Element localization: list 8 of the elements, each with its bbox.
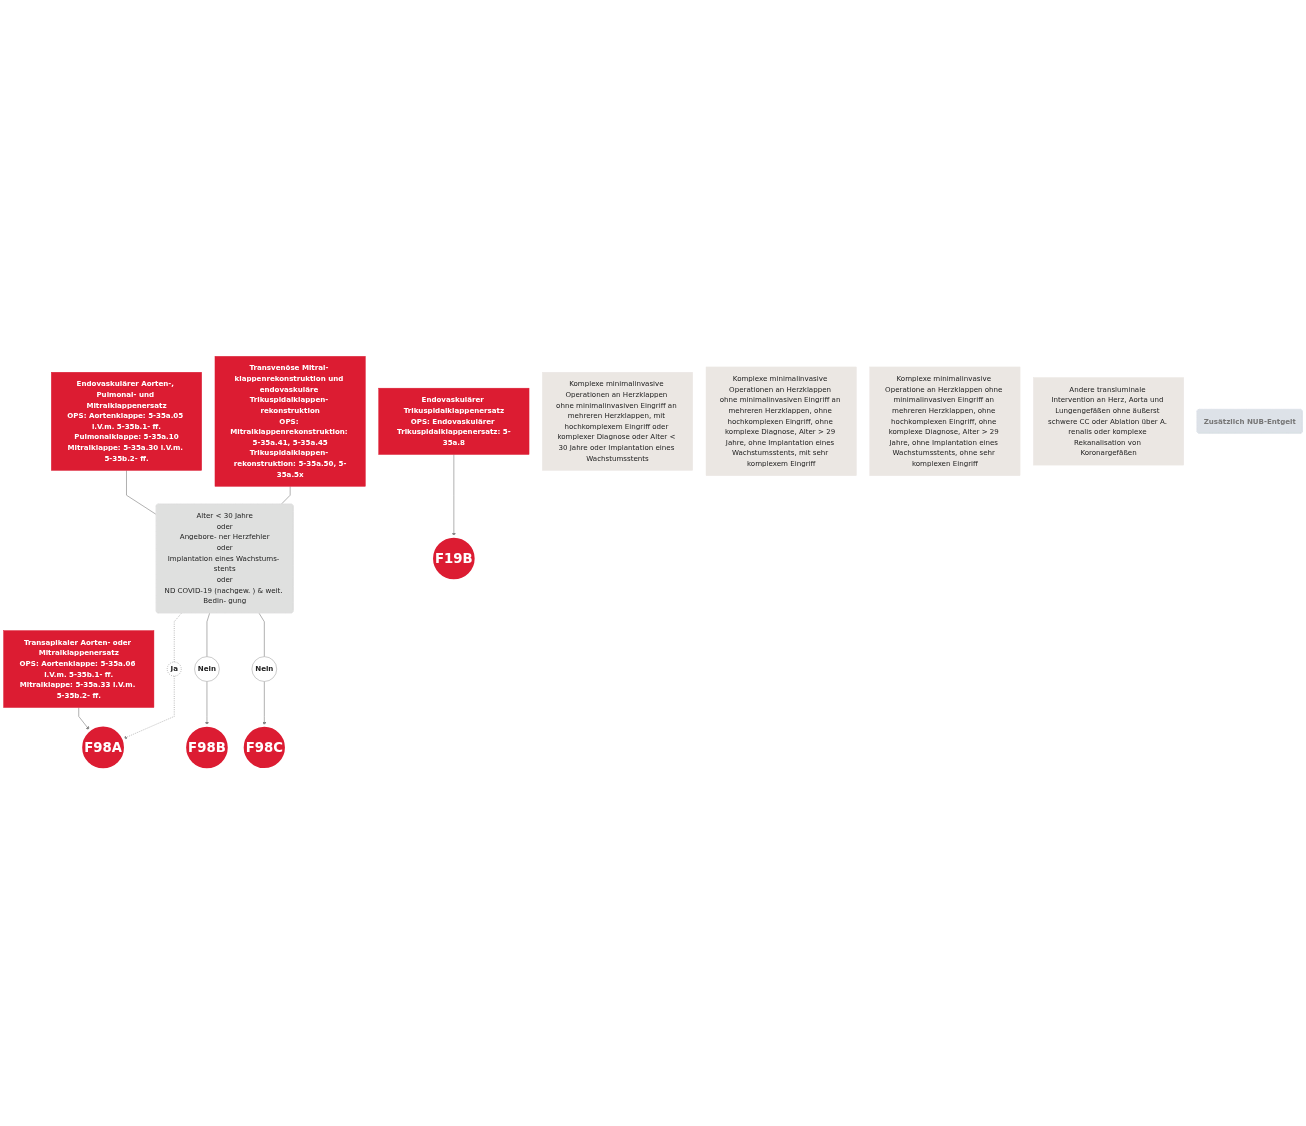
connector bbox=[280, 486, 291, 505]
node-circle: F98C bbox=[241, 724, 288, 771]
connector bbox=[206, 612, 210, 657]
node-circle: F98B bbox=[183, 724, 231, 771]
connector bbox=[258, 612, 265, 657]
node-circle: F19B bbox=[430, 535, 478, 582]
node-circle: F98A bbox=[79, 723, 127, 771]
connector bbox=[173, 612, 182, 663]
